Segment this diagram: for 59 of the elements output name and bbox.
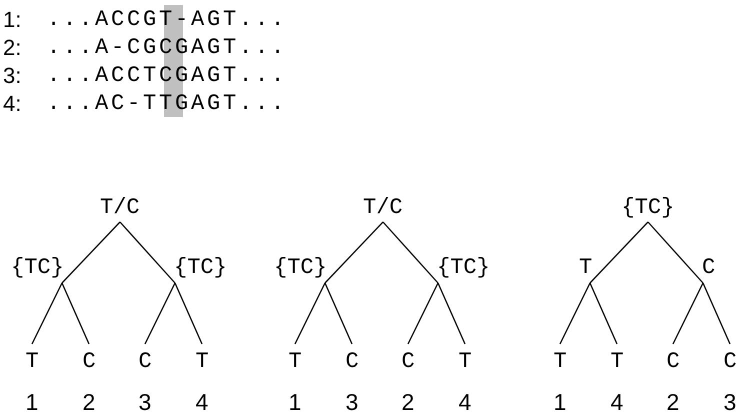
taxon-number: 2: [82, 389, 96, 413]
tree-branch: [174, 282, 203, 344]
sequence-text: ...AC-TTGAGT...: [47, 90, 288, 118]
leaf-label: C: [402, 350, 415, 374]
tree-branch: [61, 282, 90, 344]
tree-branch: [324, 222, 384, 284]
tree-branch: [672, 282, 704, 344]
tree-branch: [294, 282, 326, 344]
leaf-label: T: [610, 350, 624, 374]
leaf-label: C: [346, 350, 359, 374]
leaf-label: C: [724, 350, 737, 374]
ancestor-state-label: T/C: [363, 196, 403, 220]
row-number: 2:: [3, 34, 22, 62]
tree-branch: [589, 282, 618, 344]
leaf-label: C: [138, 350, 152, 374]
ancestor-state-label: T/C: [100, 196, 140, 220]
taxon-number: 4: [196, 389, 208, 413]
leaf-label: C: [82, 350, 96, 374]
taxon-number: 3: [138, 389, 152, 413]
taxon-number: 4: [458, 389, 472, 413]
leaf-label: T: [458, 350, 472, 374]
tree-branch: [324, 282, 353, 344]
row-number: 4:: [3, 90, 22, 118]
sequence-text: ...ACCGT-AGT...: [47, 6, 288, 34]
row-number: 1:: [3, 6, 22, 34]
taxon-number: 1: [288, 389, 302, 413]
tree-branch: [382, 222, 438, 284]
sequence-text: ...A-CGCGAGT...: [47, 34, 288, 62]
taxon-number: 3: [346, 389, 358, 413]
ancestor-state-label: {TC}: [274, 256, 327, 280]
tree-branch: [62, 222, 120, 284]
taxon-number: 4: [610, 389, 624, 413]
tree-branch: [144, 282, 176, 344]
tree-branch: [407, 282, 439, 344]
taxon-number: 3: [724, 389, 736, 413]
leaf-label: T: [288, 350, 302, 374]
leaf-label: T: [554, 350, 567, 374]
ancestor-state-label: C: [702, 256, 716, 280]
ancestor-state-label: {TC}: [11, 256, 64, 280]
tree-branch: [702, 282, 731, 344]
tree-branch: [559, 282, 591, 344]
ancestor-state-label: {TC}: [437, 256, 490, 280]
tree-branch: [648, 222, 704, 284]
ancestor-state-label: {TC}: [174, 256, 227, 280]
tree-branch: [31, 282, 63, 344]
leaf-label: T: [196, 350, 209, 374]
sequence-text: ...ACCTCGAGT...: [47, 62, 288, 90]
tree-branch: [437, 282, 466, 344]
tree-branch: [590, 222, 648, 284]
taxon-number: 2: [402, 389, 414, 413]
leaf-label: C: [666, 350, 680, 374]
taxon-number: 1: [26, 389, 38, 413]
ancestor-state-label: T: [579, 256, 592, 280]
taxon-number: 2: [666, 389, 680, 413]
taxon-number: 1: [554, 389, 566, 413]
leaf-label: T: [26, 350, 39, 374]
row-number: 3:: [3, 62, 22, 90]
ancestor-state-label: {TC}: [622, 196, 674, 220]
tree-branch: [120, 222, 176, 284]
